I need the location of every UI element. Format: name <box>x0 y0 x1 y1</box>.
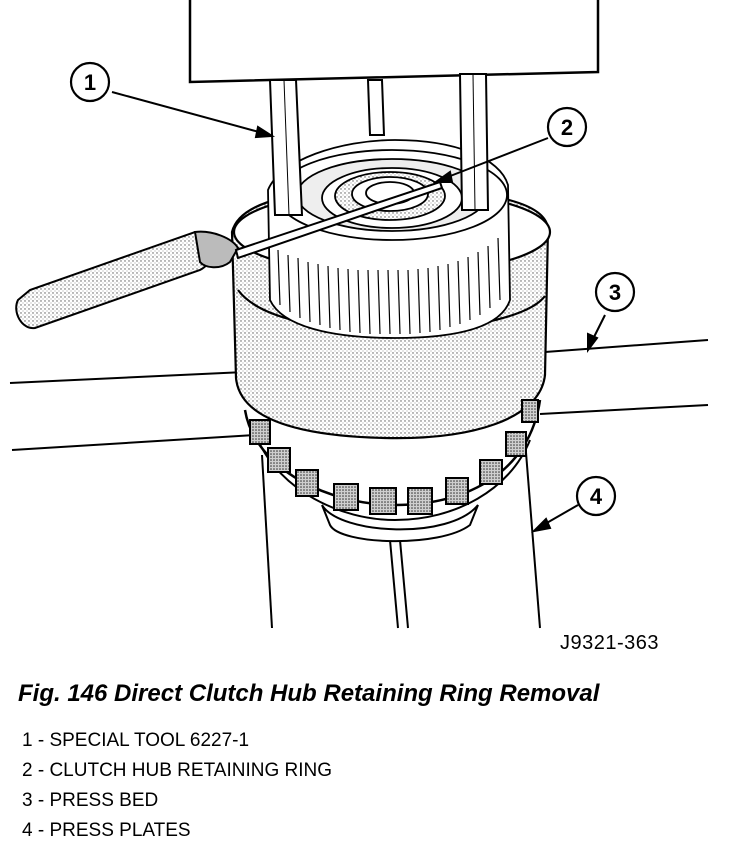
legend: 1 - SPECIAL TOOL 6227-1 2 - CLUTCH HUB R… <box>22 726 332 846</box>
leader-lines <box>111 91 606 533</box>
callout-4: 4 <box>590 484 603 509</box>
callout-3-circle <box>594 271 636 313</box>
callout-1-circle <box>69 61 111 103</box>
press-bed <box>9 339 709 451</box>
press-ram <box>188 0 600 84</box>
special-tool-rods <box>268 73 490 216</box>
legend-item: 1 - SPECIAL TOOL 6227-1 <box>22 730 250 751</box>
callout-2-circle <box>546 106 588 148</box>
callout-3: 3 <box>609 280 621 305</box>
legend-item: 2 - CLUTCH HUB RETAINING RING <box>22 760 333 781</box>
legend-item: 4 - PRESS PLATES <box>22 820 191 841</box>
press-plates <box>261 439 541 629</box>
clutch-hub-illustration: 1 2 3 4 <box>9 0 709 629</box>
figure-caption: Fig. 146 Direct Clutch Hub Retaining Rin… <box>18 680 600 707</box>
legend-item: 3 - PRESS BED <box>22 790 159 811</box>
plate-ring <box>243 399 542 543</box>
callout-2: 2 <box>561 115 573 140</box>
figure-id: J9321-363 <box>560 632 660 654</box>
screwdriver <box>15 180 444 330</box>
callout-1: 1 <box>84 70 96 95</box>
callout-4-circle <box>575 475 617 517</box>
